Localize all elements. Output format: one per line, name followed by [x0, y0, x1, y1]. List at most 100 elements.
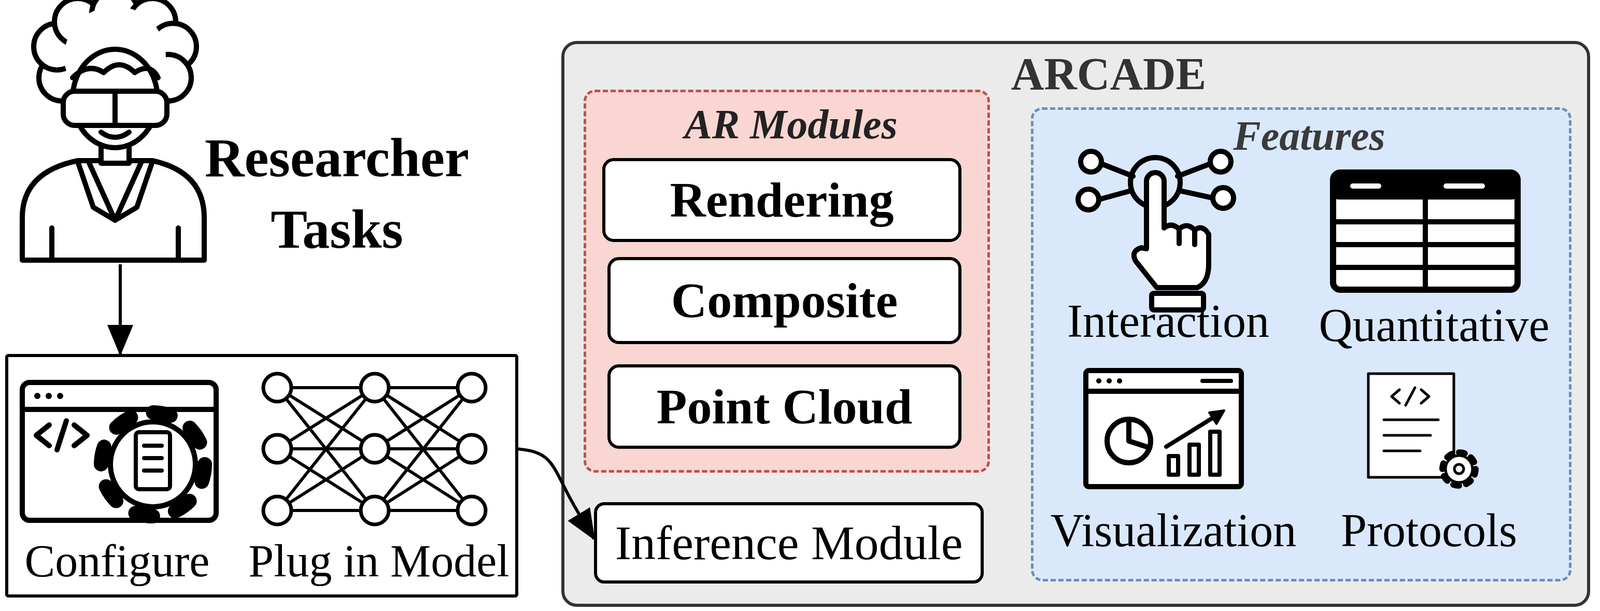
researcher-icon-part	[33, 23, 81, 70]
interaction-icon-part	[1080, 151, 1102, 173]
table-icon-part	[1352, 183, 1483, 189]
network-icon-part	[263, 434, 292, 463]
researcher-icon-part	[101, 132, 130, 138]
researcher-icon-part	[77, 161, 153, 221]
protocol-icon	[1368, 373, 1476, 486]
table-icon-part	[1333, 172, 1518, 200]
feature-label: Interaction	[1028, 295, 1309, 348]
actor-label: Researcher Tasks	[191, 122, 483, 266]
interaction-icon-part	[1151, 293, 1204, 310]
step-label: Plug in Model	[228, 535, 530, 588]
researcher-icon-part	[88, 160, 143, 221]
configure-icon-part	[22, 406, 217, 413]
system-title: ARCADE	[953, 48, 1265, 101]
researcher-icon-part	[112, 93, 118, 124]
step-label: Configure	[13, 535, 221, 588]
module-label: Point Cloud	[656, 379, 913, 435]
module-label: Composite	[671, 273, 898, 329]
network-icon-part	[457, 373, 486, 402]
researcher-icon-part	[72, 49, 158, 148]
chart-icon-part	[1168, 456, 1179, 475]
module-group: RenderingCompositePoint Cloud AR Modules	[583, 89, 990, 473]
group-title: Features	[1153, 112, 1465, 160]
chart-icon	[1085, 370, 1242, 487]
network-icon-part	[360, 373, 389, 402]
network-icon-part	[457, 496, 486, 525]
configure-icon-part	[36, 420, 88, 450]
chart-icon-part	[1085, 370, 1242, 487]
feature-label: Quantitative	[1294, 299, 1575, 352]
module-box: Composite	[607, 257, 962, 345]
protocol-icon-part	[1442, 452, 1476, 486]
researcher-icon-part	[22, 160, 205, 261]
researcher-icon-part	[54, 0, 102, 46]
researcher-icon-part	[51, 228, 179, 261]
researcher-icon-part	[63, 91, 167, 126]
table-icon-part	[1333, 199, 1518, 290]
module-box: Point Cloud	[607, 364, 962, 449]
feature-label: Protocols	[1289, 504, 1569, 557]
chart-icon-part	[1096, 378, 1102, 384]
protocol-icon-part	[1454, 464, 1464, 474]
feature-label: Visualization	[1033, 504, 1314, 557]
module-box: Rendering	[602, 158, 962, 243]
group-title: AR Modules	[635, 101, 947, 148]
researcher-icon-part	[91, 0, 139, 37]
chart-icon-part	[1106, 378, 1112, 384]
configure-icon-part	[22, 382, 217, 521]
researcher-icon-part	[101, 139, 130, 164]
researcher-icon-part	[149, 23, 197, 70]
configure-icon-part	[34, 392, 41, 400]
interaction-icon-part	[1078, 189, 1099, 210]
network-icon-part	[360, 496, 389, 525]
table-icon-part	[1333, 172, 1518, 290]
network-icon-part	[263, 496, 292, 525]
chart-icon-part	[1209, 410, 1225, 424]
chart-icon-part	[1116, 378, 1123, 384]
researcher-icon-part	[129, 0, 176, 46]
network-icon-part	[457, 434, 486, 463]
interaction-icon-part	[1098, 163, 1213, 200]
flow-arrow	[118, 264, 122, 355]
interaction-icon-part	[1212, 187, 1234, 209]
configure-icon-part	[101, 412, 205, 517]
chart-icon-part	[1166, 414, 1219, 447]
researcher-icon-part	[144, 54, 192, 102]
interaction-icon-part	[1134, 172, 1209, 288]
chart-icon-part	[1189, 444, 1199, 475]
chart-icon-part	[1085, 388, 1242, 394]
interaction-icon-part	[1210, 151, 1231, 173]
flow-arrow	[518, 448, 594, 539]
module-label: Rendering	[670, 172, 895, 228]
configure-icon-part	[57, 392, 64, 400]
protocol-icon-part	[1368, 373, 1454, 478]
interaction-icon-part	[1130, 157, 1181, 208]
researcher-actor: Researcher Tasks	[15, 0, 483, 265]
configure-icon-part	[110, 421, 196, 507]
configure-icon-part	[45, 392, 52, 400]
researcher-icon-part	[38, 54, 86, 102]
configure-icon-part	[135, 432, 171, 490]
chart-icon-part	[1128, 419, 1150, 448]
configure-icon	[22, 382, 217, 521]
interaction-icon	[1078, 151, 1234, 310]
chart-icon-part	[1202, 378, 1231, 384]
chart-icon-part	[1107, 419, 1151, 463]
input-panel: ConfigurePlug in Model	[5, 354, 519, 598]
inference-box: Inference Module	[593, 502, 984, 584]
configure-icon-part	[144, 445, 162, 471]
module-label: Inference Module	[615, 516, 964, 570]
chart-icon-part	[1210, 431, 1220, 475]
interaction-icon-part	[1179, 229, 1195, 245]
protocol-icon-part	[1445, 455, 1473, 483]
network-icon-part	[360, 434, 389, 463]
protocol-icon-part	[1383, 419, 1439, 451]
network-icon-part	[277, 387, 472, 511]
researcher-icon-part	[72, 64, 159, 78]
researcher-icon-part	[64, 6, 166, 108]
protocol-icon-part	[1391, 387, 1429, 406]
